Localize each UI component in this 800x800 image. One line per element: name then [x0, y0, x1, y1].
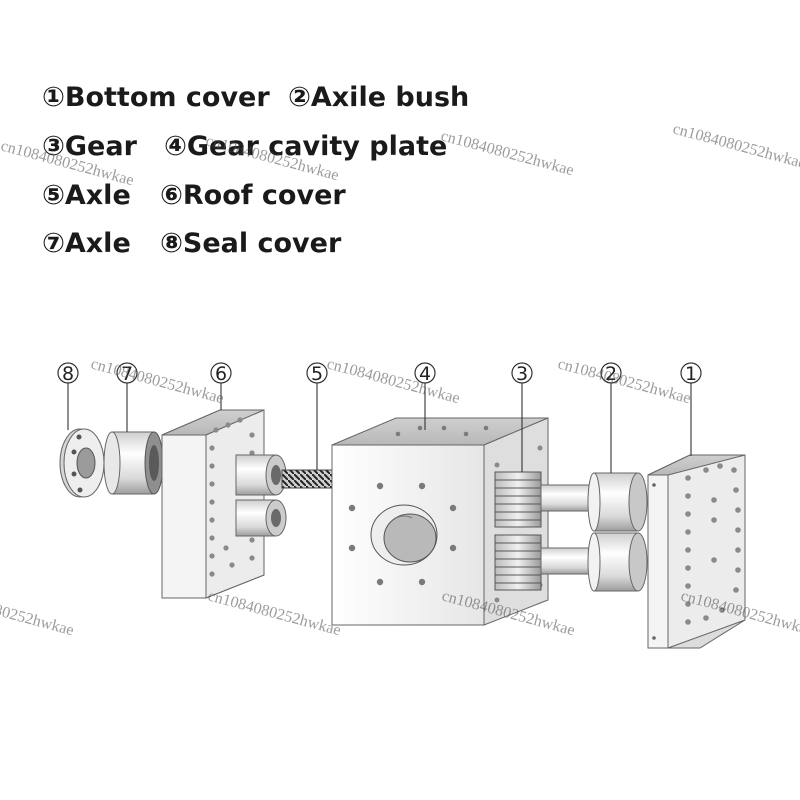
watermark: cn1084080252hwkae: [0, 587, 76, 639]
legend: ①Bottom cover ②Axile bush ③Gear ④Gear ca…: [42, 82, 469, 259]
roof-cover-part: [161, 409, 265, 599]
watermark: cn1084080252hwkae: [556, 355, 693, 407]
marker-5: 5: [306, 362, 328, 470]
legend-item-1: ①Bottom cover: [42, 82, 270, 113]
marker-7: 7: [116, 362, 138, 432]
watermark: cn1084080252hwkae: [206, 587, 343, 639]
watermark: cn1084080252hwkae: [325, 355, 462, 407]
watermark: cn1084080252hwkae: [89, 355, 226, 407]
legend-item-5: ⑤Axle: [42, 180, 131, 211]
threaded-axle-part: [281, 469, 333, 489]
gears-part: [494, 471, 542, 591]
legend-item-8: ⑧Seal cover: [160, 228, 342, 259]
roof-cover-bushes: [235, 454, 287, 537]
marker-6: 6: [210, 362, 232, 410]
svg-text:6: 6: [215, 363, 227, 385]
svg-text:4: 4: [419, 363, 431, 385]
legend-item-2: ②Axile bush: [288, 82, 469, 113]
axile-bush-part: [540, 472, 648, 592]
marker-2: 2: [600, 362, 622, 473]
svg-text:1: 1: [685, 363, 697, 385]
legend-item-6: ⑥Roof cover: [160, 180, 346, 211]
marker-8: 8: [57, 362, 79, 430]
axle-sleeve-part: [103, 431, 164, 495]
seal-cover-part: [59, 428, 105, 498]
svg-text:7: 7: [121, 363, 133, 385]
marker-4: 4: [414, 362, 436, 430]
part-markers: 8 7 6 5 4 3 2: [57, 362, 702, 473]
svg-text:2: 2: [605, 363, 617, 385]
legend-item-7: ⑦Axle: [42, 228, 131, 259]
watermark: cn1084080252hwkae: [671, 120, 800, 172]
marker-3: 3: [511, 362, 533, 472]
watermark: cn1084080252hwkae: [439, 127, 576, 179]
svg-text:5: 5: [311, 363, 323, 385]
legend-item-3: ③Gear: [42, 131, 138, 162]
legend-item-4: ④Gear cavity plate: [164, 131, 447, 162]
marker-1: 1: [680, 362, 702, 456]
svg-text:3: 3: [516, 363, 528, 385]
bottom-cover-part: [647, 454, 746, 649]
svg-text:8: 8: [62, 363, 74, 385]
